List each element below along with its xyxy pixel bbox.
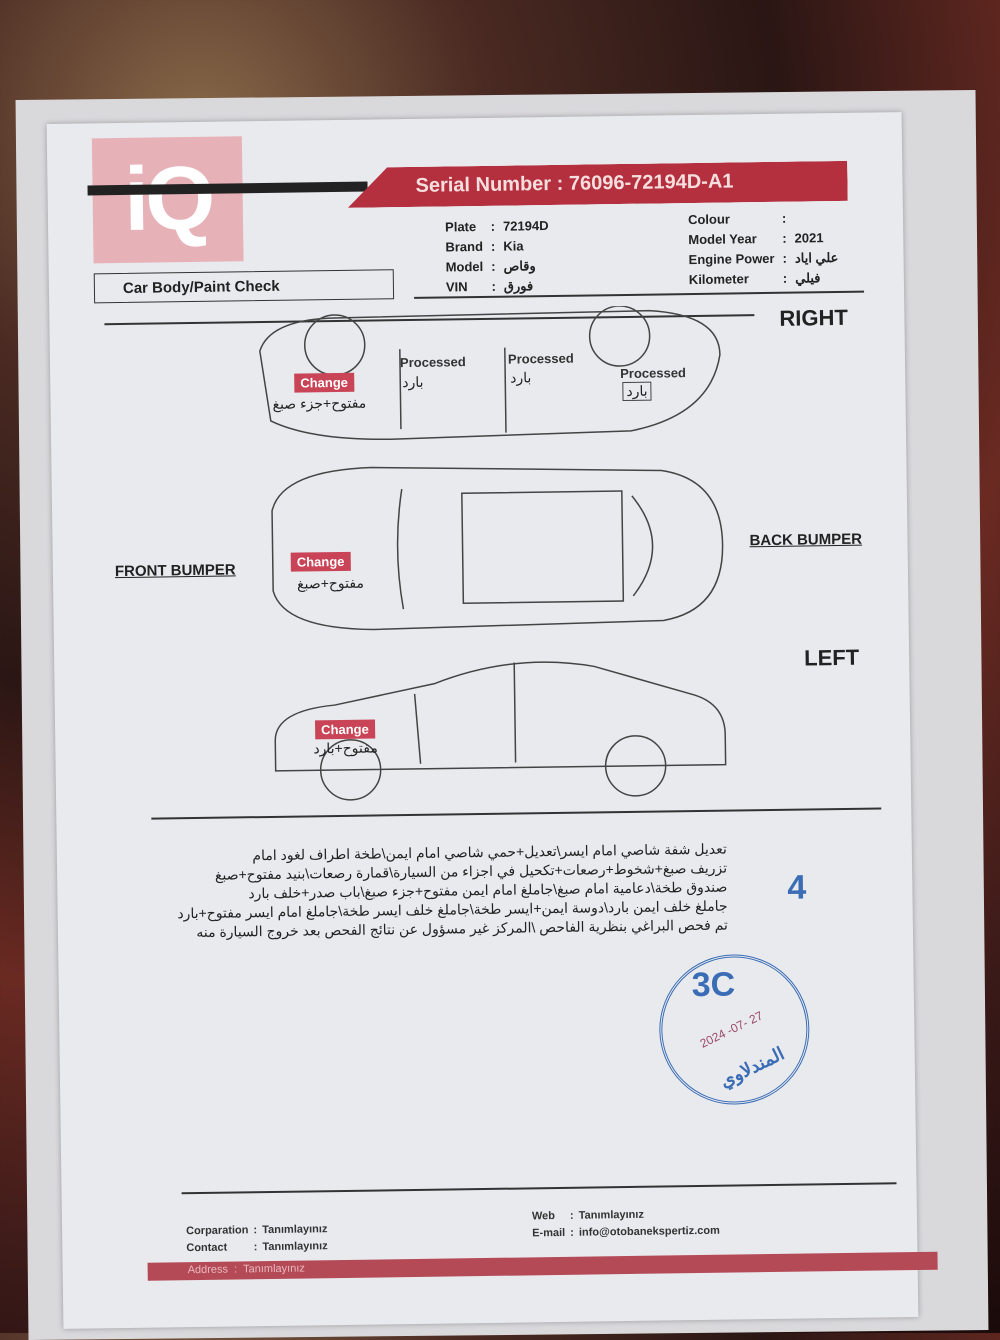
logo-watermark: iQ xyxy=(91,136,244,264)
car-left-side-view xyxy=(274,661,727,801)
model-value: وقاص xyxy=(503,258,536,274)
right-change-tag: Change xyxy=(294,372,355,393)
footer-contact-right: Web : Tanımlayınız E-mail : info@otobane… xyxy=(530,1205,722,1244)
right-change-note: مفتوح+جزء صبغ xyxy=(272,394,367,412)
serial-banner: Serial Number : 76096-72194D-A1 xyxy=(347,161,848,208)
stamp-name: المندلاوي xyxy=(716,1043,788,1092)
email-label: E-mail xyxy=(532,1226,566,1240)
section-title: Car Body/Paint Check xyxy=(93,269,395,304)
inspection-report: iQ Serial Number : 76096-72194D-A1 Plate… xyxy=(46,112,938,1329)
left-change-tag: Change xyxy=(314,719,375,740)
left-change-note: مفتوح+بارد xyxy=(313,739,378,757)
kilometer-value: فيلي xyxy=(795,270,821,286)
plate-value: 72194D xyxy=(502,218,549,234)
corporation-label: Corparation xyxy=(186,1224,249,1238)
address-value: Tanımlayınız xyxy=(243,1262,305,1276)
serial-value: 76096-72194D-A1 xyxy=(568,170,734,195)
right-processed-3-note: بارد xyxy=(622,381,652,402)
email-value: info@otobanekspertiz.com xyxy=(578,1224,720,1239)
label-left: LEFT xyxy=(803,644,860,671)
stamp-code: 3C xyxy=(691,965,736,1005)
brand-label: Brand xyxy=(445,238,484,255)
brand-value: Kia xyxy=(503,238,524,254)
contact-label: Contact xyxy=(186,1241,228,1255)
colour-label: Colour xyxy=(687,211,731,228)
engine-power-value: علي اياد xyxy=(794,249,839,266)
label-back-bumper: BACK BUMPER xyxy=(749,530,863,550)
serial-label: Serial Number : xyxy=(415,172,564,197)
web-value: Tanımlayınız xyxy=(578,1208,645,1222)
right-processed-2: Processed xyxy=(507,350,574,367)
right-processed-3: Processed xyxy=(620,365,687,382)
vin-label: VIN xyxy=(445,279,468,295)
right-processed-2-note: بارد xyxy=(510,369,532,386)
right-processed-1-note: بارد xyxy=(402,373,424,391)
corporation-value: Tanımlayınız xyxy=(262,1223,328,1237)
car-diagrams xyxy=(259,305,727,801)
right-processed-1: Processed xyxy=(399,354,466,371)
footer-contact-left: Corparation : Tanımlayınız Contact : Tan… xyxy=(186,1223,328,1255)
stamp-date: 2024 -07- 27 xyxy=(697,1008,766,1051)
contact-value: Tanımlayınız xyxy=(262,1240,328,1254)
model-year-value: 2021 xyxy=(794,230,824,246)
label-right: RIGHT xyxy=(779,304,849,331)
inspection-notes: تعديل شفة شاصي امام ايسر\تعديل+حمي شاصي … xyxy=(167,840,728,943)
kilometer-label: Kilometer xyxy=(688,271,749,288)
colour-value xyxy=(794,209,844,228)
address-label: Address xyxy=(187,1263,229,1277)
inspection-stamp: 3C 2024 -07- 27 المندلاوي xyxy=(658,953,811,1106)
model-year-label: Model Year xyxy=(688,231,757,248)
top-change-note: مفتوح+صبغ xyxy=(296,574,365,592)
plate-label: Plate xyxy=(445,219,477,235)
vehicle-info-right: Colour: Model Year:2021 Engine Power:علي… xyxy=(686,207,847,291)
divider xyxy=(181,1182,897,1194)
car-top-view xyxy=(271,466,724,631)
web-label: Web xyxy=(531,1210,556,1223)
engine-power-label: Engine Power xyxy=(688,250,775,268)
label-front-bumper: FRONT BUMPER xyxy=(114,561,236,581)
handwritten-mark: 4 xyxy=(787,868,807,907)
top-change-tag: Change xyxy=(290,551,351,572)
vehicle-info-left: Plate:72194D Brand:Kia Model:وقاص VIN:فو… xyxy=(443,215,558,299)
vin-value: فورق xyxy=(503,278,534,294)
model-label: Model xyxy=(445,258,484,275)
